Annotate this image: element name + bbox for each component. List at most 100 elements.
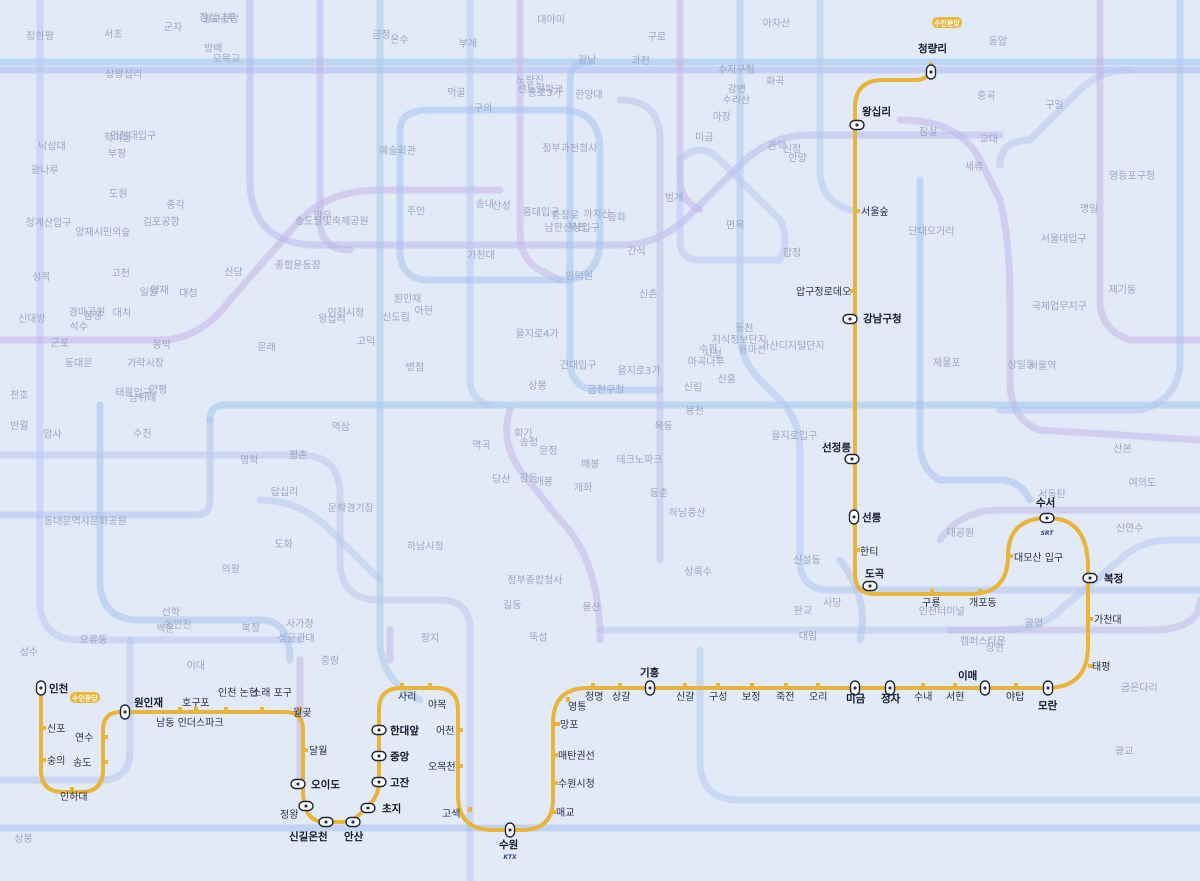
station-1[interactable]: 인천 [35, 680, 69, 696]
background-station-label: 여의도 [1129, 477, 1157, 489]
station-58[interactable]: 선정릉 [822, 441, 860, 465]
station-33[interactable]: 청명 [585, 683, 603, 703]
station-55[interactable]: 도곡 [862, 568, 885, 592]
station-11[interactable]: 소래 포구 [252, 687, 292, 712]
station-30[interactable]: 매탄권선 [553, 750, 595, 762]
station-63[interactable]: 청량리 [918, 42, 947, 80]
station-dot [868, 584, 872, 588]
station-22[interactable]: 사리 [398, 683, 416, 703]
background-station-label: 동암 [989, 35, 1007, 47]
station-60[interactable]: 압구정로데오 [796, 285, 855, 298]
station-48[interactable]: 태평 [1088, 661, 1110, 673]
station-dot [848, 317, 852, 321]
station-38[interactable]: 보정 [742, 683, 760, 703]
station-24[interactable]: 어천 [436, 725, 463, 737]
station-label: 사리 [398, 691, 416, 703]
station-dot [888, 686, 892, 690]
station-label: 수원 [499, 838, 518, 851]
station-45[interactable]: 이매 [958, 669, 991, 696]
station-16[interactable]: 신길온천 [289, 816, 334, 844]
station-25[interactable]: 오목천 [428, 761, 463, 773]
station-59[interactable]: 강남구청 [842, 312, 902, 325]
station-9[interactable]: 호구포 [182, 697, 210, 712]
station-18[interactable]: 초지 [360, 802, 401, 815]
station-19[interactable]: 고잔 [371, 776, 410, 789]
station-29[interactable]: 수원시청 [553, 778, 595, 790]
background-station-label: 부개 [459, 38, 477, 50]
svg-text:KTX: KTX [503, 854, 517, 861]
station-2[interactable]: 신포 [41, 723, 65, 735]
background-station-label: 상왕십리 [105, 68, 142, 80]
background-line [376, 0, 424, 704]
station-6[interactable]: 연수 [75, 732, 108, 744]
station-52[interactable]: 대모산 입구 [1008, 551, 1063, 564]
station-15[interactable]: 정왕 [280, 800, 314, 822]
station-46[interactable]: 야탑 [1006, 683, 1024, 703]
station-label: 강남구청 [863, 312, 902, 325]
station-label: 야목 [428, 699, 446, 711]
station-dot [366, 806, 370, 810]
station-26[interactable]: 고색 [442, 807, 472, 820]
station-5[interactable]: 송도 [73, 757, 108, 769]
background-station-label: 신당 [224, 266, 242, 278]
station-61[interactable]: 서울숲 [855, 206, 889, 218]
line-badges: 수인분당 수인분당 KTX SRT [70, 17, 1054, 861]
station-54[interactable]: 구룡 [922, 589, 940, 609]
background-line [396, 106, 604, 284]
station-43[interactable]: 수내 [914, 683, 932, 703]
station-8[interactable]: 남동 인더스파크 [156, 707, 224, 729]
station-13[interactable]: 달월 [303, 745, 327, 757]
station-62[interactable]: 왕십리 [849, 105, 891, 131]
background-station-label: 양재 [150, 285, 168, 297]
background-station-label: 회기 [514, 428, 532, 440]
background-station-label: 양재시민의숲 [75, 227, 130, 239]
station-label: 수내 [914, 691, 932, 703]
station-4[interactable]: 인하대 [60, 787, 88, 803]
station-label: 호구포 [182, 697, 210, 709]
station-34[interactable]: 상갈 [612, 683, 630, 703]
station-7[interactable]: 원인재 [119, 696, 163, 720]
station-dot [855, 123, 859, 127]
station-40[interactable]: 오리 [809, 683, 827, 703]
background-station-label: 을지로3가 [617, 365, 660, 377]
station-36[interactable]: 신갈 [676, 683, 694, 703]
station-50[interactable]: 복정 [1082, 572, 1123, 585]
background-station-label: 망우 [314, 210, 332, 222]
background-line [996, 66, 1134, 169]
station-label: 인하대 [60, 790, 88, 803]
background-station-label: 굽은다리 [1121, 682, 1158, 694]
station-39[interactable]: 죽전 [776, 683, 794, 703]
station-35[interactable]: 기흥 [640, 666, 660, 696]
station-49[interactable]: 가천대 [1088, 614, 1122, 626]
station-56[interactable]: 한티 [855, 546, 878, 558]
station-27[interactable]: 수원 [499, 822, 518, 851]
station-53[interactable]: 개포동 [969, 589, 997, 609]
station-41[interactable]: 미금 [846, 680, 866, 705]
station-42[interactable]: 정자 [881, 680, 901, 705]
background-station-label: 병점 [406, 361, 424, 373]
station-14[interactable]: 오이도 [290, 778, 340, 791]
background-line [516, 0, 564, 284]
station-21[interactable]: 한대앞 [371, 724, 419, 737]
station-20[interactable]: 중앙 [371, 750, 410, 763]
background-station-label: 동막 [153, 339, 171, 351]
station-57[interactable]: 선릉 [848, 509, 882, 525]
station-12[interactable]: 월곶 [293, 707, 311, 719]
station-44[interactable]: 서현 [946, 683, 964, 703]
station-37[interactable]: 구성 [709, 683, 727, 703]
station-label: 구룡 [922, 597, 940, 609]
station-31[interactable]: 망포 [555, 719, 578, 731]
station-label: 어천 [436, 725, 454, 737]
station-label: 신갈 [676, 690, 694, 703]
station-23[interactable]: 야목 [428, 683, 446, 711]
station-28[interactable]: 매교 [551, 807, 574, 819]
background-station-label: 역곡 [472, 439, 490, 451]
background-station-label: 건대입구 [560, 358, 597, 371]
station-17[interactable]: 안산 [344, 816, 364, 844]
station-51[interactable]: 수서 [1036, 496, 1055, 524]
ktx-icon: KTX [503, 854, 517, 861]
station-3[interactable]: 숭의 [41, 755, 65, 767]
station-10[interactable]: 인천 논현 [218, 687, 258, 712]
station-47[interactable]: 모란 [1038, 680, 1058, 712]
station-32[interactable]: 영통 [566, 697, 586, 713]
